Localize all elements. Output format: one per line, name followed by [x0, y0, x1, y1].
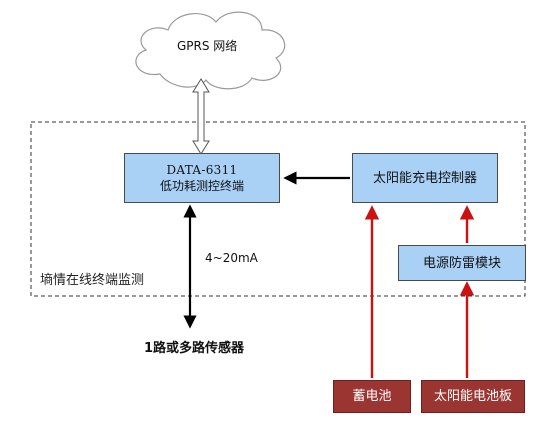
signal-label: 4~20mA	[205, 251, 258, 265]
region-label: 墒情在线终端监测	[40, 273, 145, 288]
battery-label: 蓄电池	[352, 389, 392, 404]
terminal-model: DATA-6311	[166, 163, 238, 177]
gprs-link-arrow	[192, 78, 210, 155]
cloud-icon	[135, 11, 286, 90]
cloud-label: GPRS 网络	[177, 39, 238, 53]
controller-box: 太阳能充电控制器	[352, 153, 498, 203]
battery-box: 蓄电池	[333, 380, 411, 413]
controller-label: 太阳能充电控制器	[372, 170, 477, 186]
terminal-name: 低功耗测控终端	[159, 179, 244, 193]
region-border	[30, 121, 526, 297]
lightning-module-box: 电源防雷模块	[398, 245, 526, 281]
panel-label: 太阳能电池板	[433, 389, 512, 404]
lightning-label: 电源防雷模块	[422, 255, 501, 271]
terminal-box: DATA-6311 低功耗测控终端	[124, 153, 280, 203]
solar-panel-box: 太阳能电池板	[421, 380, 525, 413]
sensors-label: 1路或多路传感器	[144, 341, 245, 356]
